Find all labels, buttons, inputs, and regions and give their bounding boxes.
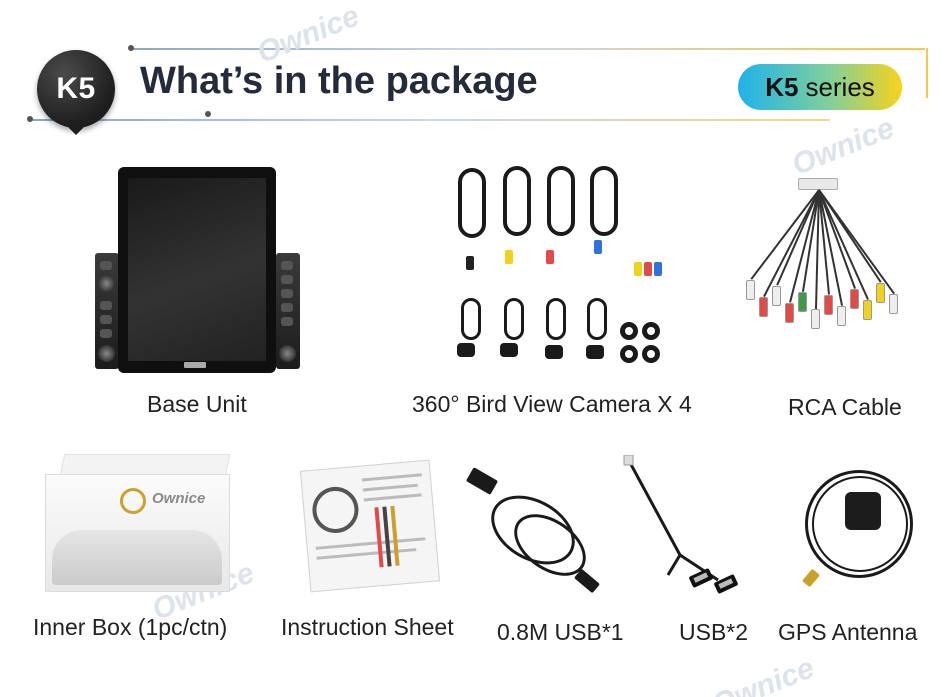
panel-button [281, 303, 293, 312]
connector-icon [644, 262, 652, 276]
camera-wire-icon [461, 298, 481, 340]
rca-wire [818, 189, 869, 300]
series-badge: K5 series [738, 64, 902, 110]
sheet-text-line [316, 548, 417, 560]
caption-inner-box: Inner Box (1pc/ctn) [33, 614, 228, 640]
panel-button [100, 315, 112, 324]
header-line-bottom [30, 119, 830, 121]
rca-plug-icon [785, 302, 794, 323]
gps-cable-loop [812, 476, 908, 572]
series-badge-model: K5 [765, 71, 799, 102]
gps-connector-icon [802, 568, 820, 588]
harness-connector-icon [798, 178, 838, 190]
steering-wheel-icon [310, 485, 361, 535]
gps-cable-loop [805, 470, 913, 578]
sheet-text-line [363, 493, 422, 502]
rca-plug-icon [889, 293, 898, 314]
caption-gps-antenna: GPS Antenna [778, 619, 918, 645]
brand-logo-icon [120, 488, 146, 514]
camera-wire-icon [546, 298, 566, 340]
model-badge: K5 [37, 50, 115, 135]
mount-ring-icon [642, 345, 660, 363]
rca-plug-icon [772, 285, 781, 306]
rca-plug-icon [759, 296, 768, 317]
screen [128, 178, 266, 361]
gps-module-icon [845, 492, 881, 530]
caption-rca-cable: RCA Cable [788, 394, 902, 420]
caption-usb-splitter: USB*2 [679, 619, 749, 645]
caption-base-unit: Base Unit [147, 391, 247, 417]
cable-coil-icon [590, 166, 618, 236]
camera-icon [586, 345, 604, 359]
connector-icon [466, 256, 474, 270]
rca-plug-icon [746, 279, 755, 300]
connector-icon [594, 240, 602, 254]
panel-button [100, 261, 112, 270]
series-badge-word: series [805, 71, 875, 102]
panel-button [100, 329, 112, 338]
rca-plug-icon [837, 305, 846, 326]
mount-ring-icon [620, 322, 638, 340]
caption-instruction-sheet: Instruction Sheet [281, 614, 454, 640]
rca-plug-icon [863, 299, 872, 320]
rca-plug-icon [824, 294, 833, 315]
caption-usb-cable: 0.8M USB*1 [497, 619, 624, 645]
header-dot [27, 116, 33, 122]
page-title: What’s in the package [140, 60, 538, 102]
tune-knob [279, 345, 296, 362]
camera-icon [457, 343, 475, 357]
camera-icon [545, 345, 563, 359]
box-car-graphic [52, 530, 222, 585]
header-dot [205, 111, 211, 117]
connector-icon [634, 262, 642, 276]
watermark-logo: Ownice [707, 651, 819, 697]
tune-knob [98, 345, 115, 362]
cable-coil-icon [503, 166, 531, 236]
panel-button [100, 301, 112, 310]
panel-button [281, 289, 293, 298]
panel-button [281, 261, 293, 270]
mount-ring-icon [642, 322, 660, 340]
side-panel-right [276, 253, 300, 369]
rca-plug-icon [811, 308, 820, 329]
box-brand-text: Ownice [152, 490, 206, 507]
sheet-text-line [362, 483, 418, 492]
side-panel-left [95, 253, 119, 369]
usb-plug-icon [465, 467, 499, 495]
watermark-logo: Ownice [787, 111, 899, 182]
caption-cameras: 360° Bird View Camera X 4 [412, 391, 692, 417]
wire-stripe [390, 505, 400, 566]
usb-plug-icon [573, 568, 601, 594]
camera-wire-icon [504, 298, 524, 340]
unit-logo-icon [184, 362, 206, 368]
cable-coil-icon [547, 166, 575, 236]
connector-icon [546, 250, 554, 264]
connector-icon [505, 250, 513, 264]
cable-coil-icon [458, 168, 486, 238]
panel-button [281, 317, 293, 326]
model-badge-label: K5 [56, 72, 96, 105]
panel-button [281, 275, 293, 284]
camera-icon [500, 343, 518, 357]
rca-plug-icon [876, 282, 885, 303]
header-dot [128, 45, 134, 51]
mount-ring-icon [620, 345, 638, 363]
connector-icon [654, 262, 662, 276]
rca-plug-icon [850, 288, 859, 309]
sheet-paper [299, 459, 441, 593]
volume-knob [98, 275, 115, 292]
sheet-text-line [361, 473, 422, 482]
header-line-top [130, 48, 925, 50]
rca-plug-icon [798, 291, 807, 312]
box-top [59, 454, 231, 476]
camera-wire-icon [587, 298, 607, 340]
header-line-right [926, 48, 928, 98]
